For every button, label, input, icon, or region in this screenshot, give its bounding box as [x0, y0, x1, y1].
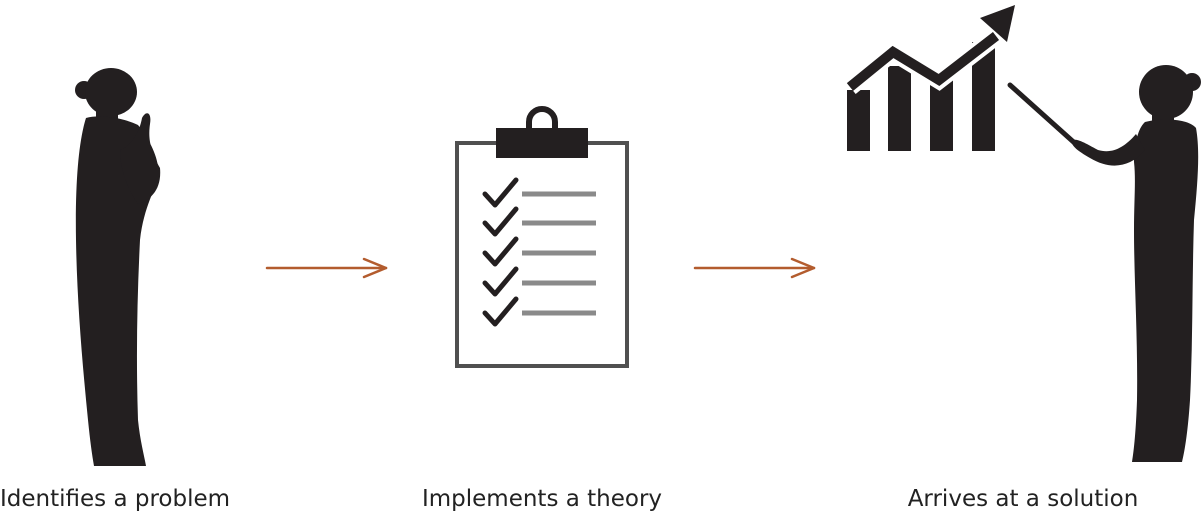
checklist — [482, 177, 596, 327]
check-icon — [482, 236, 596, 267]
step-label-identify: Identifies a problem — [0, 486, 231, 512]
check-icon — [482, 266, 596, 297]
thinking-woman-icon — [75, 68, 161, 467]
step-label-implement: Implements a theory — [421, 486, 663, 512]
presenting-woman-icon — [1007, 65, 1201, 463]
arrow-right-icon — [265, 257, 388, 279]
growth-chart-icon — [844, 5, 1015, 151]
clipboard-checklist-icon — [455, 106, 629, 368]
check-icon — [482, 296, 596, 327]
arrow-right-icon — [693, 257, 816, 279]
check-icon — [482, 177, 596, 208]
step-label-solution: Arrives at a solution — [907, 486, 1139, 512]
check-icon — [482, 206, 596, 237]
